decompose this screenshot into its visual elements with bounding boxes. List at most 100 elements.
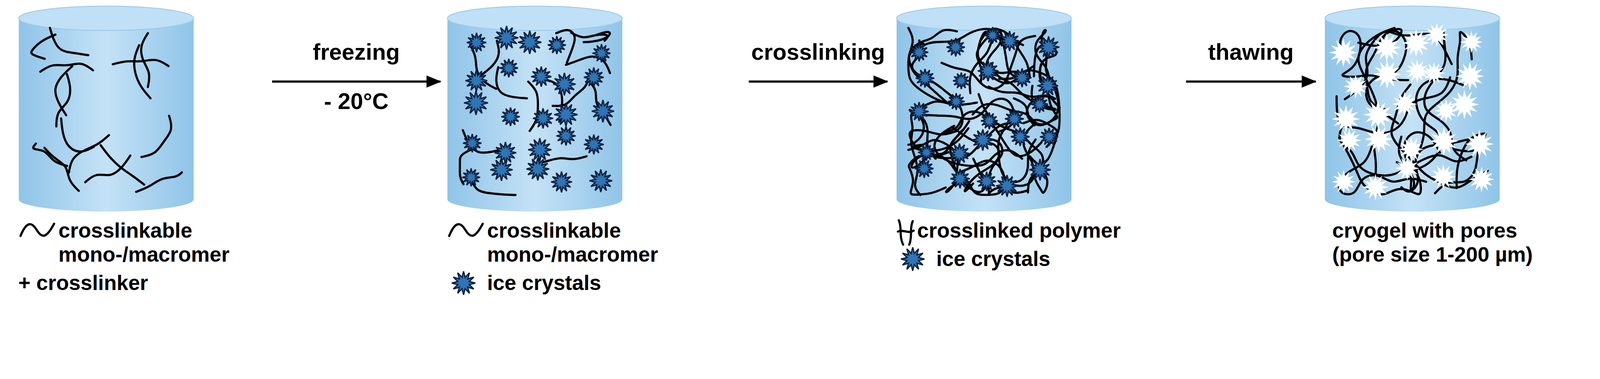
ice-crystal: [551, 171, 573, 193]
temperature-label: - 20°C: [321, 88, 392, 115]
ice-crystal: [946, 37, 966, 57]
ice-crystal-symbol: [899, 245, 926, 273]
polymer-chain: [1035, 30, 1054, 83]
ice-crystal: [1037, 36, 1060, 58]
cylinder-top: [18, 6, 194, 31]
stage-caption: cryogel with pores (pore size 1-200 µm): [1332, 218, 1551, 267]
pore: [1449, 89, 1480, 120]
cylinder-body: [447, 18, 623, 212]
ice-crystal: [490, 158, 513, 181]
ice-crystal: [583, 67, 604, 88]
ice-crystal: [917, 144, 935, 161]
process-arrow: [1186, 80, 1316, 83]
ice-crystal: [526, 157, 550, 181]
ice-crystal: [915, 68, 935, 88]
pore: [1364, 124, 1393, 154]
pore: [1422, 61, 1446, 85]
polymer-chain: [31, 34, 56, 59]
polymer-chain: [136, 172, 182, 192]
ice-crystal: [980, 112, 998, 130]
pore: [1343, 74, 1369, 99]
cylinder: [896, 5, 1072, 213]
ice-crystal: [1037, 75, 1059, 97]
ice-crystal: [554, 102, 578, 127]
ice-crystal: [1040, 127, 1058, 146]
ice-crystal: [499, 58, 519, 78]
pore: [1429, 126, 1459, 156]
ice-crystal: [999, 30, 1020, 52]
polymer-chain: [68, 135, 110, 173]
ice-crystal: [984, 27, 1001, 44]
ice-crystal: [977, 60, 999, 82]
ice-crystal-symbol-shape: [451, 271, 476, 295]
pore: [1460, 30, 1483, 54]
caption-row: + crosslinker: [18, 270, 242, 295]
cylinder-top: [896, 6, 1072, 31]
polymer-chain: [1396, 78, 1465, 169]
ice-crystal: [950, 169, 970, 189]
stage-caption: crosslinkable mono-/macromer: [487, 218, 671, 267]
polymer-chain: [528, 81, 538, 131]
pore: [1468, 166, 1495, 193]
pore: [1395, 156, 1420, 181]
ice-crystal-symbol-shape: [900, 247, 925, 271]
polymer-chain: [1358, 28, 1402, 110]
pore: [1424, 22, 1449, 47]
ice-crystal: [462, 168, 481, 187]
cylinder-body: [1324, 18, 1500, 212]
polymer-chain: [908, 29, 957, 103]
ice-crystal-symbol: [450, 269, 477, 297]
polymer-chain: [112, 59, 169, 66]
caption-row: ice crystals: [446, 270, 671, 295]
crosslink-symbol-line: [897, 230, 914, 232]
polymer-chain: [941, 36, 1036, 89]
polymer-chain: [61, 118, 94, 152]
pore: [1372, 59, 1402, 89]
stage-caption: + crosslinker: [18, 270, 202, 295]
ice-crystal: [1010, 127, 1030, 147]
ice-crystal: [592, 44, 611, 62]
ice-crystal: [1029, 159, 1051, 181]
step-label: thawing: [1205, 38, 1297, 65]
process-arrow: [272, 80, 441, 83]
ice-crystal: [494, 26, 519, 50]
ice-crystal: [583, 134, 604, 155]
ice-crystal: [591, 99, 615, 123]
cylinder: [18, 5, 195, 213]
ice-crystal: [972, 129, 994, 151]
stage-caption: crosslinked polymer: [917, 218, 1121, 243]
ice-crystal: [465, 69, 488, 92]
pore: [1331, 169, 1356, 194]
caption-row: crosslinkable mono-/macromer: [446, 218, 671, 267]
pore: [1362, 173, 1389, 201]
ice-crystal: [553, 72, 576, 96]
polymer-chain: [141, 115, 171, 157]
ice-crystal: [463, 90, 488, 115]
cylinder: [446, 5, 623, 213]
chain-symbol-line: [449, 223, 483, 236]
pore: [1337, 128, 1362, 154]
cylinder: [1324, 5, 1501, 213]
ice-crystal: [949, 143, 970, 164]
stage-caption: ice crystals: [936, 246, 1121, 271]
stage-caption: ice crystals: [487, 270, 671, 295]
chain-symbol: [446, 220, 485, 240]
caption-group: cryogel with pores (pore size 1-200 µm): [1324, 218, 1551, 267]
stage-cylinder: crosslinkable mono-/macromer + crosslinke…: [18, 5, 242, 296]
ice-crystal: [528, 138, 552, 162]
caption-row: cryogel with pores (pore size 1-200 µm): [1324, 218, 1551, 267]
ice-crystal: [909, 102, 929, 121]
ice-crystal: [501, 107, 520, 126]
ice-crystal: [914, 159, 934, 178]
stage-cylinder: cryogel with pores (pore size 1-200 µm): [1324, 5, 1551, 267]
caption-row: crosslinked polymer: [896, 218, 1121, 243]
cylinder-body: [896, 18, 1072, 212]
stage-cylinder: crosslinked polymer ice crystals: [896, 5, 1121, 271]
caption-row: ice crystals: [896, 246, 1121, 271]
pore: [1331, 104, 1361, 134]
ice-crystal: [1005, 109, 1024, 129]
ice-crystal: [589, 169, 613, 193]
pore: [1405, 59, 1430, 84]
stage-caption: crosslinkable mono-/macromer: [58, 218, 242, 267]
caption-group: crosslinkable mono-/macromer ice crystals: [446, 218, 671, 296]
